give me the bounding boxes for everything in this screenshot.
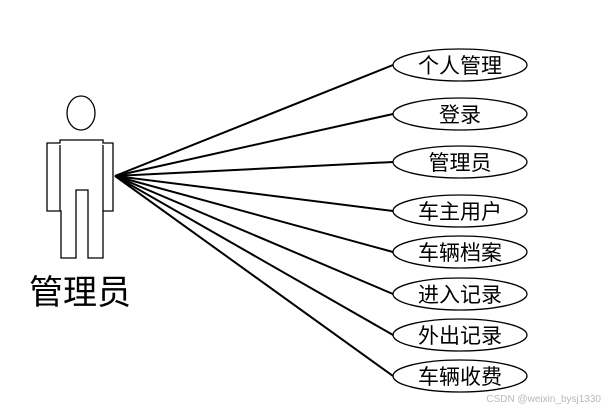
watermark: CSDN @weixin_bysj1330 — [486, 394, 601, 405]
use-case-label: 车辆收费 — [418, 365, 502, 389]
use-case-ellipse — [392, 359, 528, 393]
use-case-login: 登录 — [392, 97, 528, 131]
association-lines — [114, 64, 394, 377]
use-case-ellipse — [392, 194, 528, 228]
use-case-ellipse — [392, 48, 528, 82]
use-case-ellipse — [392, 97, 528, 131]
association-line-vehicle-archive — [114, 175, 394, 253]
use-case-ellipse — [392, 235, 528, 269]
use-case-label: 外出记录 — [418, 324, 502, 348]
use-case-label: 管理员 — [429, 151, 492, 175]
association-line-personal-management — [114, 64, 394, 177]
association-line-vehicle-owner — [114, 175, 394, 212]
use-case-entry-record: 进入记录 — [392, 277, 528, 311]
use-case-label: 进入记录 — [418, 283, 502, 307]
use-case-label: 车主用户 — [418, 200, 502, 224]
use-case-label: 个人管理 — [418, 54, 502, 78]
use-case-administrator: 管理员 — [392, 145, 528, 179]
association-line-vehicle-charge — [114, 175, 394, 377]
actor-head — [66, 95, 96, 131]
use-case-ellipse — [392, 318, 528, 352]
use-case-label: 登录 — [439, 103, 481, 127]
actor-body — [46, 139, 114, 259]
use-case-label: 车辆档案 — [418, 241, 502, 265]
use-case-ellipse — [392, 145, 528, 179]
association-line-administrator — [114, 161, 394, 177]
association-line-exit-record — [114, 175, 394, 336]
use-case-vehicle-charge: 车辆收费 — [392, 359, 528, 393]
association-line-login — [114, 113, 394, 177]
association-line-entry-record — [114, 175, 394, 295]
use-case-ellipse — [392, 277, 528, 311]
actor-figure — [46, 95, 114, 259]
use-case-vehicle-owner: 车主用户 — [392, 194, 528, 228]
actor-label: 管理员 — [29, 273, 131, 313]
use-case-vehicle-archive: 车辆档案 — [392, 235, 528, 269]
use-case-personal-management: 个人管理 — [392, 48, 528, 82]
use-case-exit-record: 外出记录 — [392, 318, 528, 352]
